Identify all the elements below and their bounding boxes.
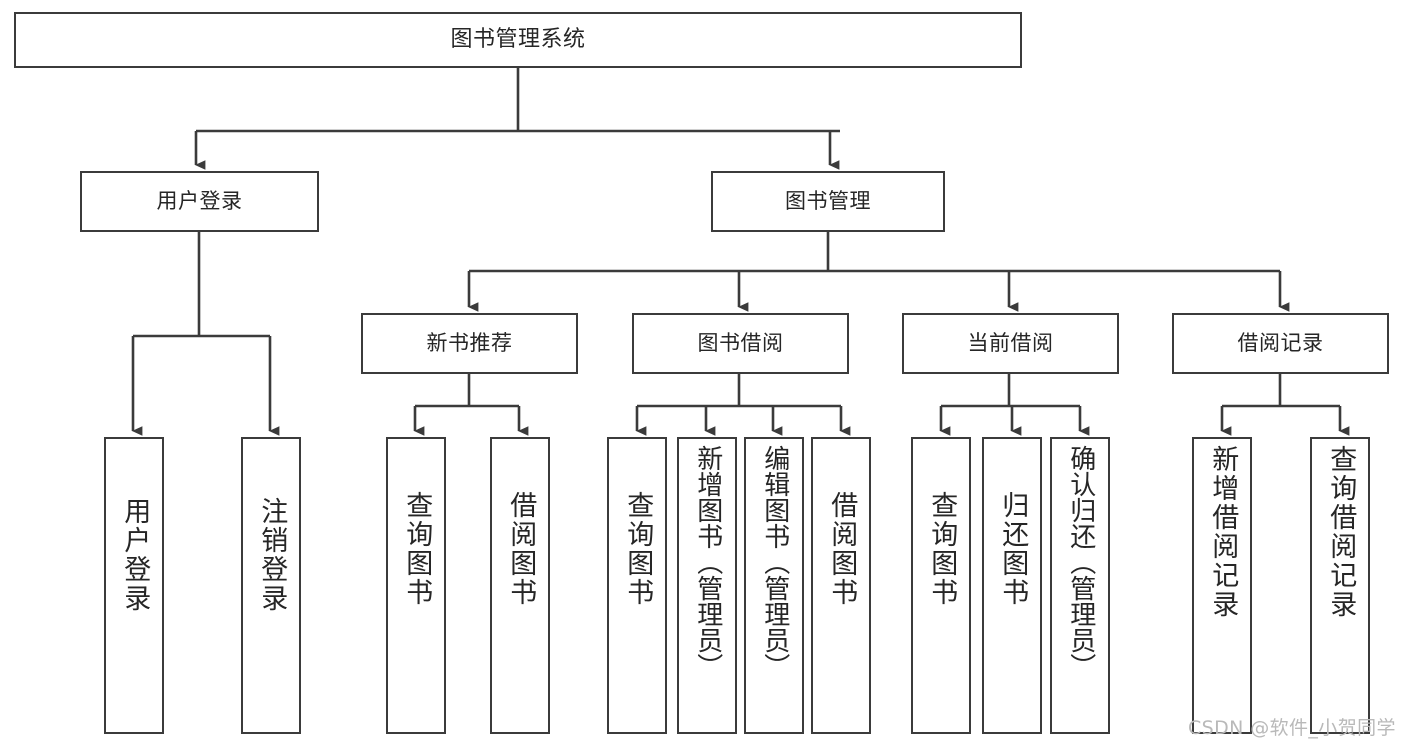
node-label: 借阅记录 — [1237, 331, 1324, 356]
leaf-user-login[interactable]: 用户登录 — [104, 437, 164, 734]
leaf-add-book-admin[interactable]: 新增图书（管理员） — [677, 437, 737, 734]
node-label: 查询图书 — [622, 491, 654, 607]
node-borrow-records[interactable]: 借阅记录 — [1172, 313, 1389, 374]
leaf-query-book-3[interactable]: 查询图书 — [911, 437, 971, 734]
node-new-book-recommend[interactable]: 新书推荐 — [361, 313, 578, 374]
node-label: 图书管理 — [785, 189, 871, 214]
leaf-edit-book-admin[interactable]: 编辑图书（管理员） — [744, 437, 804, 734]
leaf-query-book-2[interactable]: 查询图书 — [607, 437, 667, 734]
node-label: 注销登录 — [256, 497, 288, 613]
node-current-borrow[interactable]: 当前借阅 — [902, 313, 1119, 374]
leaf-borrow-book-2[interactable]: 借阅图书 — [811, 437, 871, 734]
node-label: 图书管理系统 — [450, 27, 586, 53]
leaf-add-borrow-record[interactable]: 新增借阅记录 — [1192, 437, 1252, 734]
node-label: 新增借阅记录 — [1207, 445, 1239, 619]
leaf-query-book-1[interactable]: 查询图书 — [386, 437, 446, 734]
node-label: 查询图书 — [401, 491, 433, 607]
node-label: 查询借阅记录 — [1325, 445, 1357, 619]
node-label: 编辑图书（管理员） — [759, 445, 790, 679]
node-label: 用户登录 — [119, 497, 151, 613]
node-label: 归还图书 — [997, 491, 1029, 607]
node-label: 借阅图书 — [505, 491, 537, 607]
node-label: 当前借阅 — [967, 331, 1054, 356]
leaf-logout[interactable]: 注销登录 — [241, 437, 301, 734]
leaf-borrow-book-1[interactable]: 借阅图书 — [490, 437, 550, 734]
node-label: 查询图书 — [926, 491, 958, 607]
node-label: 新书推荐 — [426, 331, 513, 356]
leaf-confirm-return-admin[interactable]: 确认归还（管理员） — [1050, 437, 1110, 734]
node-label: 确认归还（管理员） — [1065, 445, 1096, 679]
csdn-watermark: CSDN @软件_小贺同学 — [1188, 717, 1396, 739]
leaf-return-book[interactable]: 归还图书 — [982, 437, 1042, 734]
node-label: 用户登录 — [156, 189, 243, 214]
node-root-system[interactable]: 图书管理系统 — [14, 12, 1022, 68]
node-book-management[interactable]: 图书管理 — [711, 171, 945, 232]
node-label: 图书借阅 — [697, 331, 784, 356]
node-book-borrow[interactable]: 图书借阅 — [632, 313, 849, 374]
leaf-query-borrow-record[interactable]: 查询借阅记录 — [1310, 437, 1370, 734]
node-label: 借阅图书 — [826, 491, 858, 607]
node-user-login[interactable]: 用户登录 — [80, 171, 319, 232]
node-label: 新增图书（管理员） — [692, 445, 723, 679]
